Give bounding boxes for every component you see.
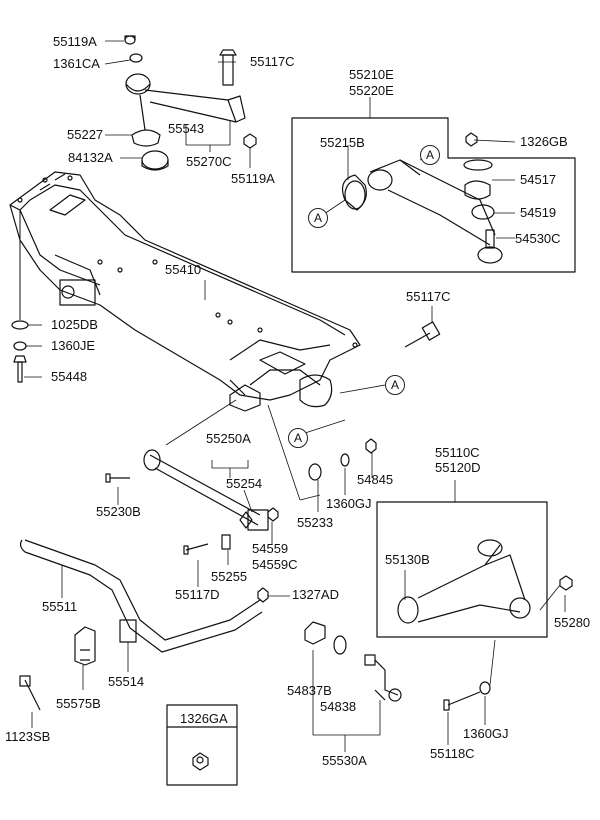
part-label: 55280 [554, 615, 591, 630]
part-label: 55215B [320, 135, 365, 150]
part-label: 55117C [250, 54, 295, 69]
top-mount-assembly [124, 35, 257, 171]
part-label: 55575B [56, 696, 101, 711]
part-label: 55543 [168, 121, 205, 136]
crossmember-55410 [9, 171, 361, 412]
part-label: 55210E [349, 67, 394, 82]
callout-a: A [385, 375, 405, 395]
lower-arm-box [376, 480, 573, 638]
stabilizer-bar [19, 539, 269, 711]
mid-bolt-stack [304, 321, 441, 481]
part-label: 1326GB [520, 134, 568, 149]
part-label: 55270C [186, 154, 232, 169]
part-label: 55227 [67, 127, 104, 142]
part-label: 54845 [357, 472, 394, 487]
left-bolt-stack [11, 210, 29, 383]
part-label: 55117C [406, 289, 451, 304]
part-label: 55511 [42, 599, 78, 614]
part-label: 55220E [349, 83, 394, 98]
callout-a: A [288, 428, 308, 448]
part-label: 1361CA [53, 56, 100, 71]
part-label: 55118C [430, 746, 475, 761]
part-label: 54559C [252, 557, 298, 572]
part-label: 1025DB [51, 317, 98, 332]
part-label: 1360GJ [326, 496, 372, 511]
part-label: 54519 [520, 205, 557, 220]
part-label: 54837B [287, 683, 332, 698]
callout-a: A [308, 208, 328, 228]
part-label: 55119A [231, 171, 275, 186]
part-label: 55233 [297, 515, 334, 530]
inset-title: 1326GA [180, 711, 228, 726]
bottom-bolt [443, 639, 496, 711]
part-label: 55254 [226, 476, 263, 491]
part-label: 55250A [206, 431, 251, 446]
part-label: 54517 [520, 172, 557, 187]
part-label: 1123SB [5, 729, 51, 744]
part-label: 55120D [435, 460, 481, 475]
part-label: 55530A [322, 753, 367, 768]
part-label: 55514 [108, 674, 145, 689]
part-label: 1327AD [292, 587, 339, 602]
part-label: 1360JE [51, 338, 96, 353]
part-label: 55117D [175, 587, 220, 602]
part-label: 55119A [53, 34, 97, 49]
lower-link-55250A [105, 399, 321, 555]
stab-link-55530A [304, 621, 402, 752]
inset-box [166, 704, 238, 786]
part-label: 54838 [320, 699, 357, 714]
part-label: 84132A [68, 150, 113, 165]
part-label: 55130B [385, 552, 430, 567]
part-label: 54530C [515, 231, 561, 246]
part-label: 55110C [435, 445, 480, 460]
part-label: 1360GJ [463, 726, 509, 741]
part-label: 55410 [165, 262, 202, 277]
upper-arm-box [291, 117, 576, 273]
part-label: 55230B [96, 504, 141, 519]
leader-lines [24, 40, 566, 745]
callout-a: A [420, 145, 440, 165]
part-label: 55255 [211, 569, 248, 584]
part-label: 55448 [51, 369, 88, 384]
part-label: 54559 [252, 541, 289, 556]
